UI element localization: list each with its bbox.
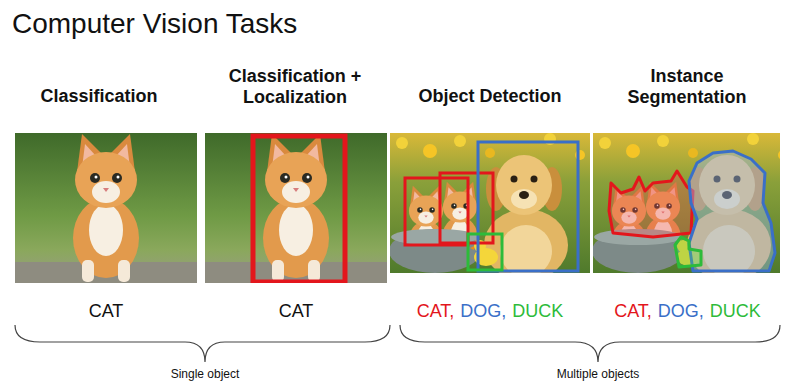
panel-heading: Classification + Localization [200,66,390,107]
bounding-box [253,136,345,282]
text-group: Classification [10,86,188,107]
text-group: CAT,DOG, DUCK [390,301,590,322]
text-group: Instance Segmentation [594,66,780,107]
panel-heading: Classification [40,86,157,107]
class-label: CAT, [417,301,455,322]
class-label: CAT [279,301,314,322]
brace [400,325,780,362]
class-label: DOG, [460,301,506,322]
text-group: CAT [15,301,197,322]
class-label: DUCK [512,301,563,322]
text-group: Classification + Localization [200,66,390,107]
class-label: CAT, [614,301,652,322]
pets-photo [593,133,780,273]
bounding-box [468,234,502,270]
class-label: DUCK [710,301,761,322]
segmentation-mask [609,171,693,237]
group-label: Single object [171,368,240,382]
cat-photo [205,133,387,283]
class-label: CAT [89,301,124,322]
brace [15,325,390,362]
panel-heading: Instance Segmentation [594,66,780,107]
title: Computer Vision Tasks [12,8,297,40]
text-group: Object Detection [392,86,588,107]
segmentation-mask [675,237,701,267]
bounding-box [405,178,468,245]
bounding-box [478,142,578,271]
cat-photo [15,133,197,283]
text-group: CAT [205,301,387,322]
panel-heading: Object Detection [418,86,561,107]
group-label: Multiple objects [557,368,640,382]
pets-photo [390,133,590,273]
text-group: Multiple objects [510,368,686,382]
class-label: DOG, [658,301,704,322]
text-group: Single object [120,368,290,382]
text-group: CAT, DOG, DUCK [593,301,782,322]
